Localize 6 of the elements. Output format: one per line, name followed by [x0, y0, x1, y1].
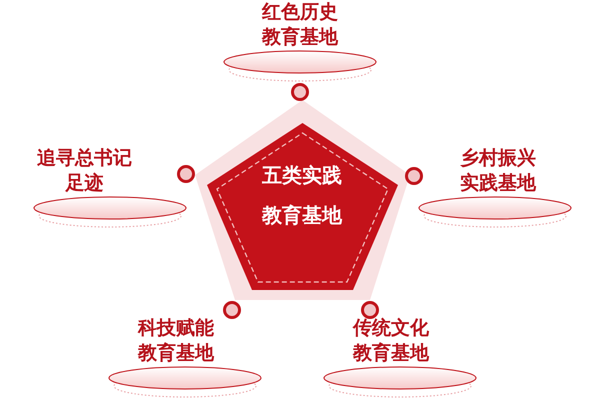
node-label: 传统文化教育基地 [352, 316, 430, 366]
center-title: 五类实践教育基地 [260, 162, 344, 229]
node-label: 红色历史教育基地 [261, 0, 339, 50]
node-label: 乡村振兴实践基地 [459, 146, 537, 196]
node-label: 科技赋能教育基地 [137, 316, 215, 366]
node-label: 追寻总书记足迹 [36, 146, 133, 196]
